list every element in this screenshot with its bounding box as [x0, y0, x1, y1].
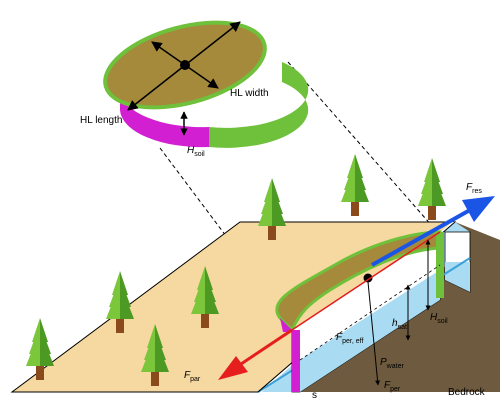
lens-center-point — [180, 60, 190, 70]
f-per-label: Fper — [384, 380, 401, 393]
f-per-eff-arrow — [367, 281, 381, 386]
h-soil-top-label: Hsoil — [187, 145, 205, 158]
projection-line — [287, 61, 441, 236]
landscape-lens — [275, 230, 444, 393]
h-soil-side-label: Hsoil — [430, 312, 448, 325]
f-par-label: Fpar — [184, 370, 201, 383]
f-par-arrow — [218, 328, 293, 380]
f-res-arrow — [371, 196, 495, 267]
lens-saturated-zone — [292, 270, 440, 392]
lens-dashed-line — [299, 264, 441, 361]
f-per-eff-label: Fper, eff — [336, 332, 363, 345]
hl-width-label: HL width — [230, 88, 269, 99]
lens-center-point — [363, 273, 373, 283]
lens-end-magenta — [280, 318, 300, 392]
tree-icon — [141, 324, 169, 386]
bedrock-label: Bedrock — [448, 387, 486, 398]
tree-icon — [258, 178, 286, 240]
p-water-label: Pwater — [380, 357, 404, 370]
h-sat-label: hsat — [392, 318, 407, 331]
tree-icon — [191, 266, 219, 328]
hl-length-label: HL length — [80, 115, 122, 126]
tree-icon — [418, 158, 446, 220]
slope-label: s — [312, 390, 317, 401]
lens-side-green — [209, 62, 309, 148]
magnified-lens — [103, 20, 309, 148]
tree-icon — [341, 154, 369, 216]
tree-icon — [106, 271, 134, 333]
f-res-label: Fres — [466, 182, 482, 195]
lens-boundary-red — [291, 231, 441, 331]
tree-icon — [26, 318, 54, 380]
